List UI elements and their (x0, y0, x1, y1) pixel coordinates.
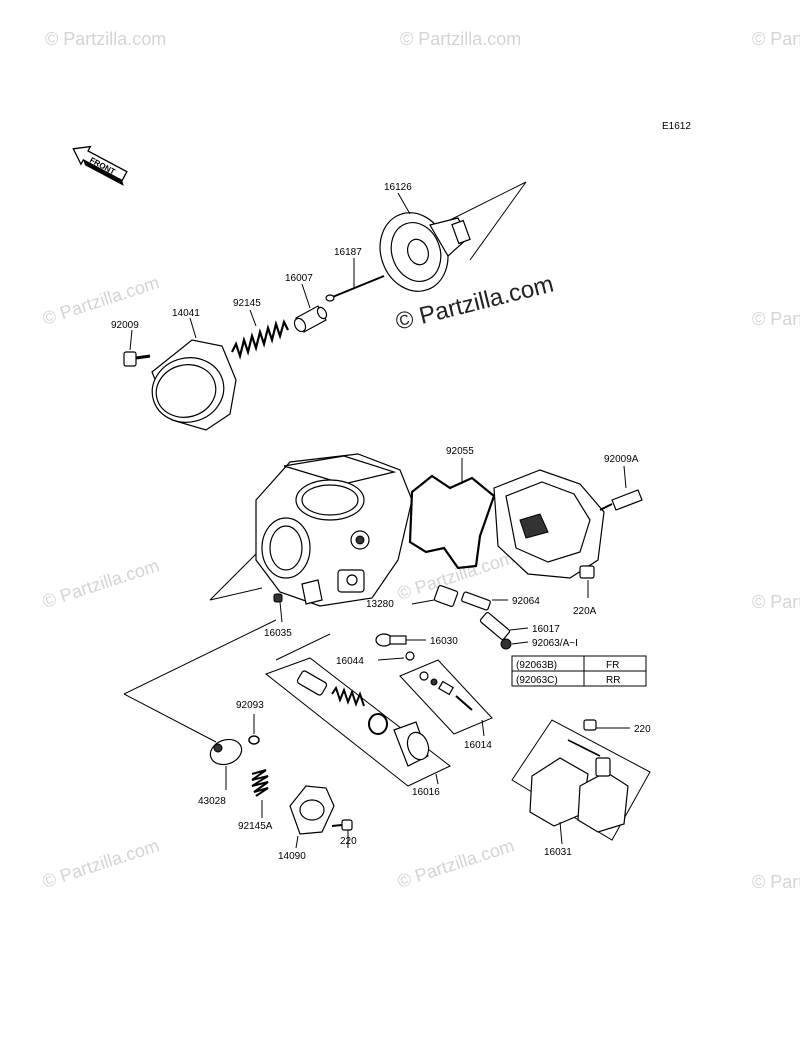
jet-16035 (273, 593, 283, 623)
o-ring-92093 (248, 714, 260, 745)
part-label-92064: 92064 (512, 596, 540, 607)
starter-plunger-16016 (264, 633, 451, 787)
float-16031 (511, 719, 651, 845)
variant-code: (92063B) (516, 660, 557, 671)
gasket-92055 (408, 458, 496, 570)
part-label-92145A: 92145A (238, 821, 273, 832)
vacuum-piston-16126 (379, 181, 527, 292)
watermark: © Partzilla.com (40, 272, 162, 329)
part-label-14041: 14041 (172, 308, 200, 319)
variant-position: FR (606, 660, 619, 671)
watermark-layer: © Partzilla.com © Partzilla.com © Partzi… (40, 29, 800, 892)
float-bowl (493, 469, 605, 579)
part-label-43028: 43028 (198, 796, 226, 807)
part-label-220-bottom: 220 (340, 836, 357, 847)
diagram-id: E1612 (662, 121, 691, 132)
spring-92145A (251, 769, 269, 818)
carburetor-body (209, 453, 413, 607)
watermark: © Partzilla.com (400, 29, 521, 49)
part-labels: 16126 16187 16007 92145 14041 92009 9205… (111, 182, 651, 862)
screw-220A (579, 565, 595, 598)
part-label-16031: 16031 (544, 847, 572, 858)
part-label-14090: 14090 (278, 851, 306, 862)
watermark: © Partzilla.com (752, 29, 800, 49)
screw-92009A (599, 465, 643, 511)
variant-code: (92063C) (516, 675, 558, 686)
watermark: © Partzilla.com (752, 309, 800, 329)
part-label-220-right: 220 (634, 724, 651, 735)
part-label-92093: 92093 (236, 700, 264, 711)
watermark: © Partzilla.com (40, 835, 162, 892)
watermark: © Partzilla.com (395, 835, 517, 892)
pilot-screw-set-16014 (399, 659, 493, 737)
cover-14041 (151, 317, 237, 431)
part-label-16187: 16187 (334, 247, 362, 258)
screw-92009 (123, 329, 151, 367)
diaphragm-43028 (209, 738, 243, 790)
part-label-16007: 16007 (285, 273, 313, 284)
watermark: © Partzilla.com (752, 872, 800, 892)
part-label-92055: 92055 (446, 446, 474, 457)
part-label-220A: 220A (573, 606, 597, 617)
jet-needle-16187 (325, 258, 385, 302)
variant-table: (92063B) FR (92063C) RR (511, 655, 647, 687)
part-label-16035: 16035 (264, 628, 292, 639)
watermark: © Partzilla.com (45, 29, 166, 49)
holder-16007 (293, 283, 328, 333)
watermark: © Partzilla.com (752, 592, 800, 612)
part-label-16044: 16044 (336, 656, 364, 667)
part-label-92009: 92009 (111, 320, 139, 331)
screw-220-bottom (331, 819, 353, 848)
needle-jet-parts (411, 585, 529, 650)
front-arrow-icon: FRONT (72, 145, 128, 186)
part-label-16016: 16016 (412, 787, 440, 798)
spring-92145 (231, 309, 289, 360)
part-label-16014: 16014 (464, 740, 492, 751)
jet-16044 (377, 651, 415, 661)
part-label-16017: 16017 (532, 624, 560, 635)
part-label-16126: 16126 (384, 182, 412, 193)
jet-16030 (375, 633, 426, 647)
part-label-13280: 13280 (366, 599, 394, 610)
variant-position: RR (606, 675, 620, 686)
part-label-92145: 92145 (233, 298, 261, 309)
assembly-leader (123, 619, 277, 743)
watermark: © Partzilla.com (40, 555, 162, 612)
part-label-92063: 92063/A~I (532, 638, 578, 649)
cover-14090 (289, 785, 335, 849)
screw-220-right (583, 719, 630, 731)
part-label-92009A: 92009A (604, 454, 639, 465)
part-label-16030: 16030 (430, 636, 458, 647)
